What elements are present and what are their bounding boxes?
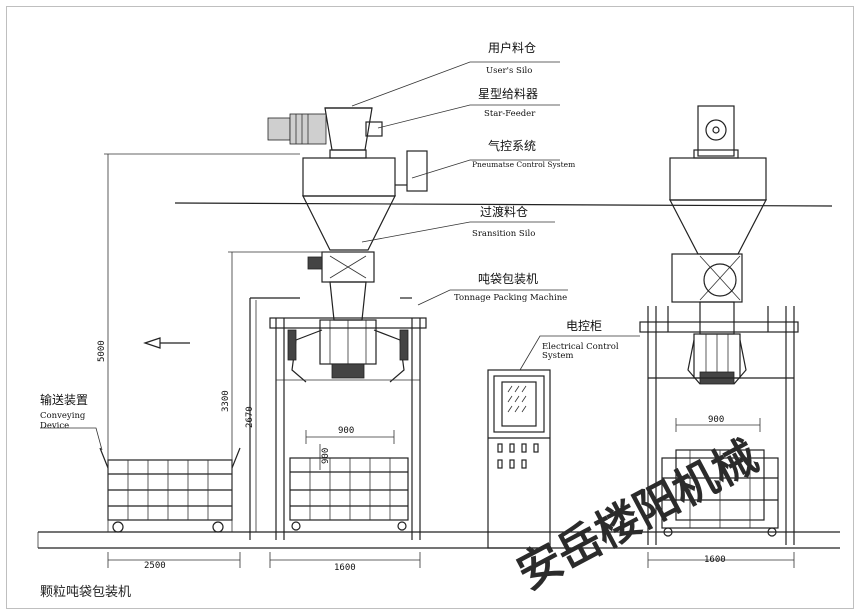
user-silo-label-en: User's Silo [486,66,532,76]
dim-1600-right: 1600 [704,555,726,565]
dim-2670: 2670 [245,406,255,428]
conveying-device-label-en-1: Conveying [40,411,86,421]
right-machine [639,105,799,545]
caption: 颗粒吨袋包装机 [40,585,131,600]
watermark: 安岳楼阳机械 [509,431,766,600]
star-feeder-label: 星型给料器 [478,87,538,101]
motor-body [267,117,291,141]
transition-silo-label-en: Sransition Silo [472,229,535,239]
pneumatic-label: 气控系统 [488,138,536,153]
pneumatic-label-en: Pneumatse Control System [472,160,575,169]
user-silo-label: 用户料仓 [488,40,536,55]
dim-900-small: 900 [321,448,331,464]
dim-5000: 5000 [97,340,107,362]
left-bag-cage [289,457,409,531]
user-silo-shape [324,107,373,151]
dim-1600-left: 1600 [334,563,356,573]
packing-machine-label: 吨袋包装机 [478,272,538,286]
drawing-frame [6,6,854,609]
electrical-cabinet-label-en-2: System [542,351,574,361]
conveying-device-label: 输送装置 [40,392,88,407]
pneumatic-box [406,150,428,192]
leader-lines [40,61,640,451]
electrical-cabinet [487,369,551,549]
transition-silo-body [302,157,396,197]
dimension-lines [104,153,795,568]
platform-line [174,202,833,207]
transition-silo-cone [302,195,396,251]
dim-2500: 2500 [144,561,166,571]
electrical-cabinet-label: 电控柜 [566,319,602,333]
right-bag-cage [661,449,779,537]
star-feeder-label-en: Star-Feeder [484,109,536,119]
left-machine [249,107,428,540]
dim-3300: 3300 [221,390,231,412]
transition-silo-label: 过渡料仓 [480,204,528,219]
dim-900-right: 900 [708,415,724,425]
conveying-device [99,337,241,533]
conveying-device-label-en-2: Device [40,421,69,431]
packing-machine-label-en: Tonnage Packing Machine [454,293,567,303]
floor [37,531,840,549]
electrical-cabinet-label-en-1: Electrical Control [542,342,619,352]
dim-900-left: 900 [338,426,354,436]
